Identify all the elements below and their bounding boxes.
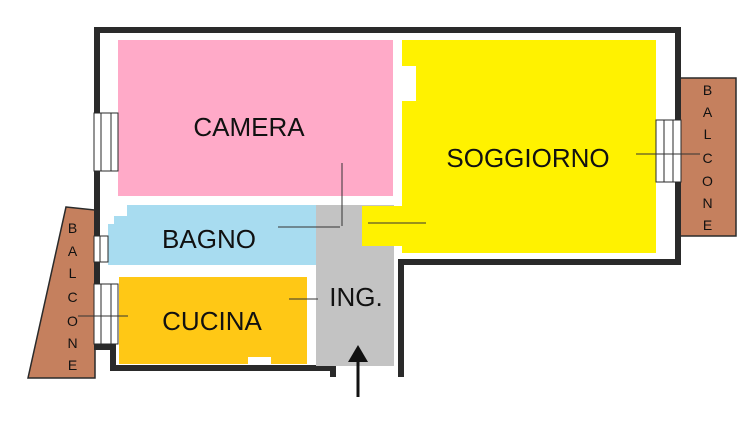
soggiorno-room (394, 40, 656, 253)
bagno-label: BAGNO (162, 224, 256, 254)
balcone-left-letter: C (67, 289, 78, 305)
balcone-left-letter: L (69, 265, 78, 281)
balcone-left-label: B A L C O N E (67, 220, 79, 373)
passage-to-soggiorno (362, 206, 402, 246)
balcone-right-letter: A (703, 104, 713, 120)
balcone-right-label: B A L C O N E (702, 82, 714, 233)
balcone-right-letter: B (703, 82, 713, 98)
cucina-label: CUCINA (162, 306, 262, 336)
balcone-right-area (675, 77, 737, 237)
entrance-door (336, 366, 398, 377)
balcone-right-letter: N (702, 195, 713, 211)
soggiorno-label: SOGGIORNO (446, 143, 609, 173)
camera-label: CAMERA (193, 112, 305, 142)
cucina-room (119, 277, 307, 364)
balcone-right-letter: O (702, 173, 714, 189)
balcone-left-letter: O (67, 313, 79, 329)
window-cucina (93, 283, 119, 345)
window-bagno (93, 235, 109, 263)
window-camera (93, 112, 119, 172)
camera-room (118, 40, 393, 196)
balcone-left-letter: B (68, 220, 78, 236)
bagno-room (108, 205, 318, 265)
ingresso-label: ING. (329, 282, 382, 312)
balcone-right-letter: C (702, 150, 713, 166)
balcone-right-letter: E (703, 217, 713, 233)
balcone-right-letter: L (704, 126, 713, 142)
balcone-left-letter: A (68, 243, 78, 259)
entrance-arrow-icon (348, 345, 368, 397)
balcone-left-letter: E (68, 357, 78, 373)
balcone-left-area (27, 206, 96, 379)
window-soggiorno (655, 119, 682, 183)
balcone-left-letter: N (67, 335, 78, 351)
